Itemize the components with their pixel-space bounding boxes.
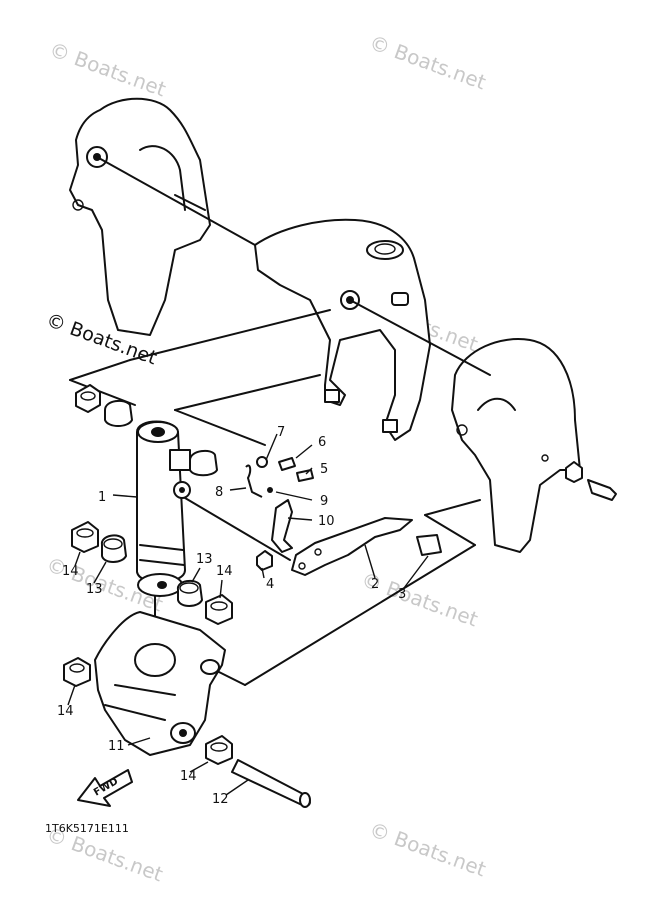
right-clamp-bracket [451,338,581,553]
callout-11: 11 [108,739,125,754]
callout-13-right: 13 [196,552,213,567]
watermark-bottom-right: © Boats.net [366,817,489,881]
swivel-bolt-axis [349,299,491,376]
callout-4: 4 [266,577,274,592]
upper-bushings [75,384,218,477]
callout-8: 8 [215,485,223,500]
callout-1: 1 [98,490,106,505]
tilt-cylinder [136,420,191,597]
clamp-bolt-axis [96,156,256,246]
swivel-bracket [254,218,431,441]
bushing-13-14-left [71,521,127,563]
bushing-13-14-right [176,579,233,625]
watermark-top-left: © Boats.net [46,37,169,101]
callout-6: 6 [318,435,326,450]
callout-3: 3 [398,587,406,602]
callout-14-left: 14 [62,564,79,579]
tilt-lever-assembly [245,456,442,576]
fwd-arrow: FWD [77,769,133,807]
diagram-code: 1T6K5171E111 [45,822,129,835]
callout-2: 2 [371,577,379,592]
left-clamp-bracket [69,97,211,336]
watermark-top-right: © Boats.net [366,30,489,94]
callout-13-left: 13 [86,582,103,597]
tilt-pin [205,735,311,808]
callout-10: 10 [318,514,335,529]
callout-9: 9 [320,494,328,509]
callout-7: 7 [277,425,285,440]
callout-14-bottom: 14 [180,769,197,784]
callout-12: 12 [212,792,229,807]
callout-14-lower-left: 14 [57,704,74,719]
callout-14-right: 14 [216,564,233,579]
lower-tilt-bracket [63,611,226,756]
right-clamp-bolt [565,461,617,501]
callout-5: 5 [320,462,328,477]
callout-leaders [67,433,429,796]
